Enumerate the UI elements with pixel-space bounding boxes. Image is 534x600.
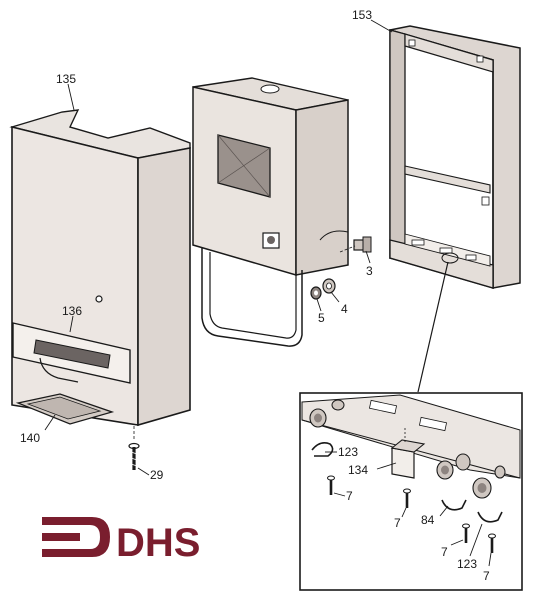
- label-part-84: 84: [421, 513, 435, 527]
- wall-mounting-frame: [389, 25, 521, 289]
- detail-inset: [299, 392, 523, 591]
- label-part-7-b: 7: [394, 516, 401, 530]
- bottom-cover-plate: [15, 393, 115, 425]
- nozzle-part-3: [339, 236, 372, 253]
- label-part-7-a: 7: [346, 489, 353, 503]
- label-part-135: 135: [56, 72, 76, 86]
- label-part-7-d: 7: [483, 569, 490, 583]
- washer-part-4: [322, 278, 336, 294]
- label-part-4: 4: [341, 302, 348, 316]
- label-part-7-c: 7: [441, 545, 448, 559]
- label-part-140: 140: [20, 431, 40, 445]
- front-casing-part: [9, 109, 191, 427]
- label-part-134: 134: [348, 463, 368, 477]
- label-part-153: 153: [352, 8, 372, 22]
- label-part-3: 3: [366, 264, 373, 278]
- heater-body-part: [192, 77, 349, 347]
- leader-lines: [44, 19, 492, 567]
- screw-29: [128, 426, 140, 470]
- label-part-29: 29: [150, 468, 164, 482]
- label-part-123-right: 123: [457, 557, 477, 571]
- dhs-logo: DHS: [42, 517, 200, 565]
- dhs-logo-mark: [42, 517, 110, 557]
- label-part-5: 5: [318, 311, 325, 325]
- washer-part-5: [310, 286, 322, 300]
- label-part-123-left: 123: [338, 445, 358, 459]
- dhs-logo-text: DHS: [116, 521, 200, 565]
- label-part-136: 136: [62, 304, 82, 318]
